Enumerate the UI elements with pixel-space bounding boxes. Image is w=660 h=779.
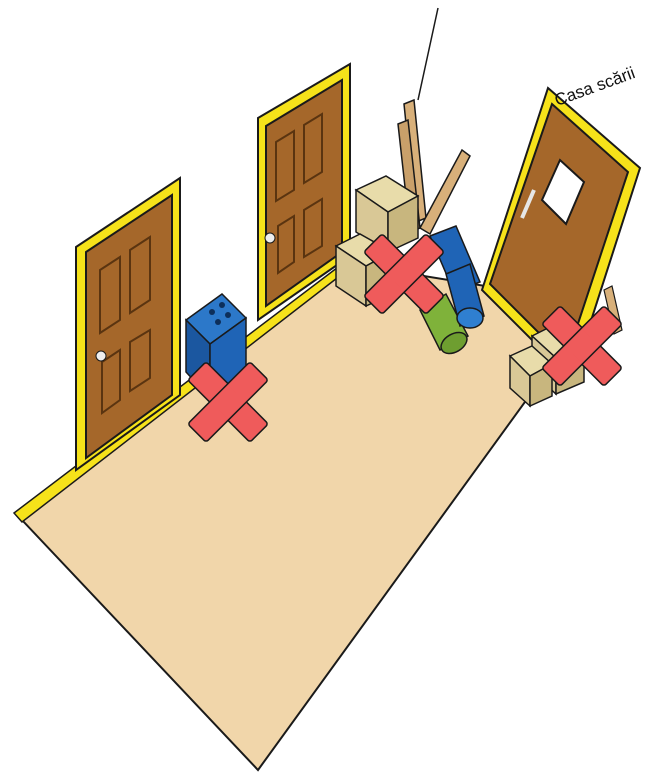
hanging-wire — [418, 8, 438, 100]
